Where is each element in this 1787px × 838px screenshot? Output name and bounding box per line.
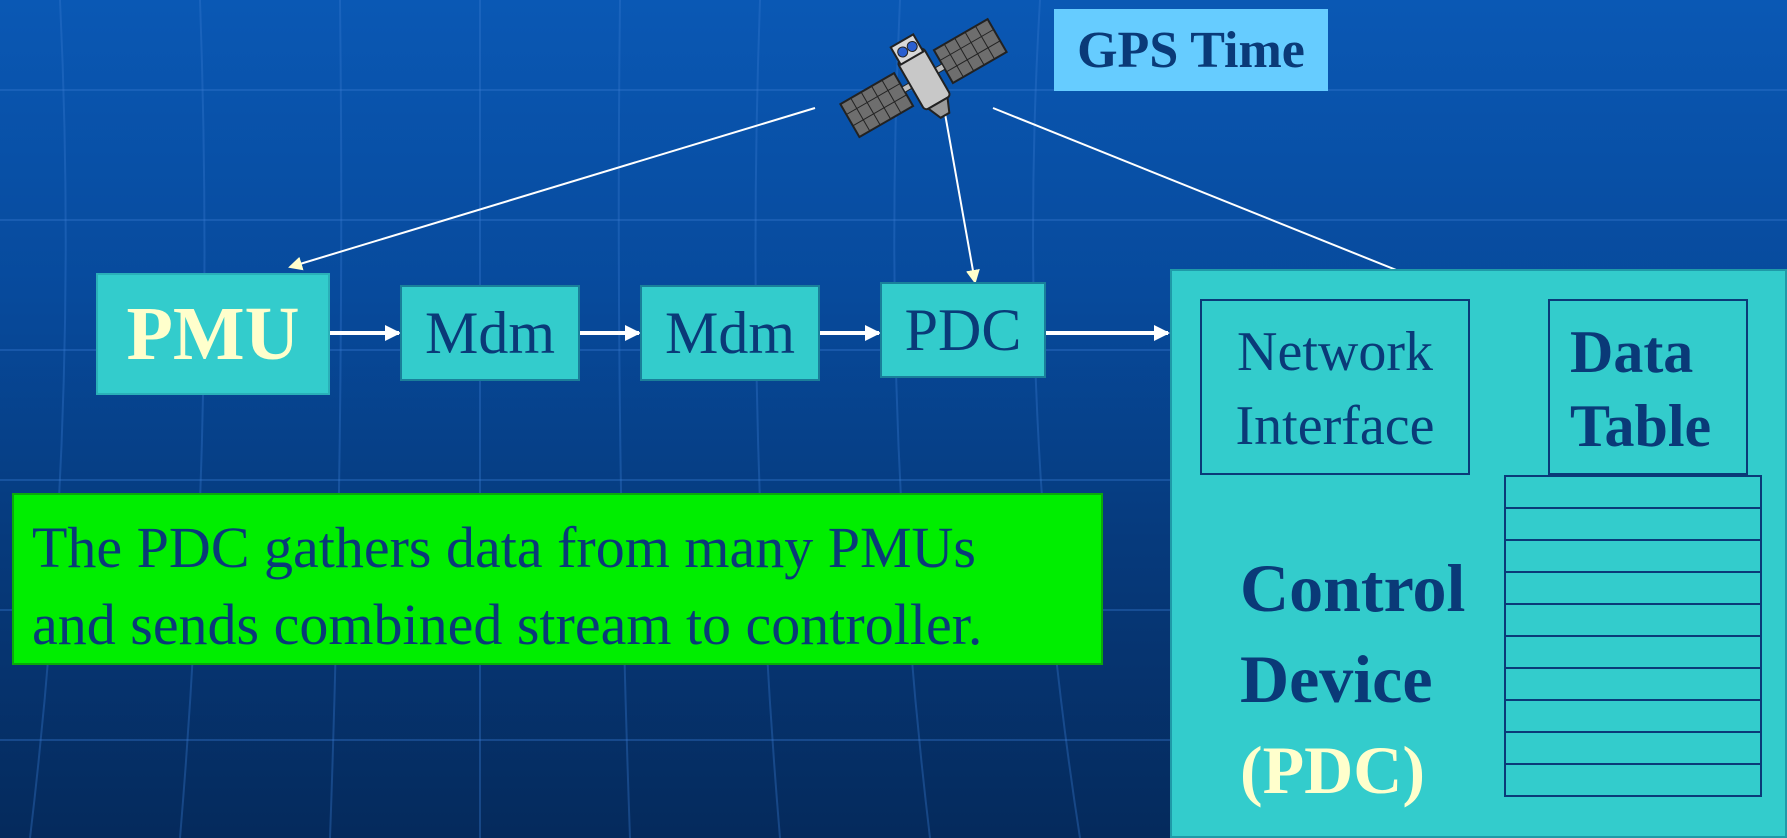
control-title-line-2: Device	[1240, 641, 1433, 717]
pmu-box: PMU	[96, 273, 330, 395]
control-title-abbrev: (PDC)	[1240, 732, 1426, 808]
data-table-title-box: Data Table	[1548, 299, 1748, 475]
gps-time-label: GPS Time	[1054, 9, 1328, 91]
data-table-line-1: Data	[1570, 319, 1694, 385]
control-device-panel: Network Interface Data Table Control Dev…	[1170, 269, 1787, 838]
control-title-line-1: Control	[1240, 550, 1466, 626]
caption-box: The PDC gathers data from many PMUs and …	[12, 493, 1103, 665]
modem-label-2: Mdm	[664, 299, 796, 366]
modem-box-1: Mdm	[400, 285, 580, 381]
data-table-grid	[1504, 475, 1762, 797]
network-interface-line-2: Interface	[1235, 395, 1435, 457]
data-table-line-2: Table	[1570, 393, 1712, 459]
pmu-label: PMU	[126, 291, 300, 376]
arrow-gps-to-pdc	[943, 107, 980, 284]
pdc-label: PDC	[904, 296, 1022, 363]
caption-line-1: The PDC gathers data from many PMUs	[32, 515, 976, 580]
caption-line-2: and sends combined stream to controller.	[32, 592, 983, 657]
control-device-title: Control Device (PDC)	[1240, 543, 1465, 816]
network-interface-line-1: Network	[1237, 321, 1433, 383]
satellite-icon	[839, 17, 1008, 139]
arrow-gps-to-pmu	[288, 107, 816, 271]
pdc-box: PDC	[880, 282, 1046, 378]
modem-box-2: Mdm	[640, 285, 820, 381]
network-interface-box: Network Interface	[1200, 299, 1470, 475]
modem-label-1: Mdm	[424, 299, 556, 366]
